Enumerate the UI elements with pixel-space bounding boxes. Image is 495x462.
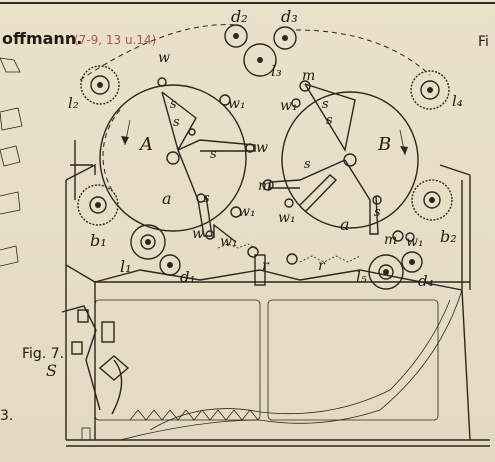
label-a-A: a bbox=[162, 189, 172, 208]
label-s-B2: s bbox=[326, 113, 333, 128]
label-A: A bbox=[138, 134, 153, 155]
label-w1-lower-A: w₁ bbox=[238, 204, 256, 220]
label-w1-bottom-B: w₁ bbox=[406, 234, 424, 250]
label-d3: d₃ bbox=[281, 7, 298, 26]
drum-A: A bbox=[99, 84, 247, 232]
label-w1-B: w₁ bbox=[280, 98, 298, 114]
label-m-left-B: m bbox=[258, 178, 271, 194]
label-l5: l₅ bbox=[356, 268, 367, 286]
label-B: B bbox=[377, 134, 391, 155]
label-w-top-A: w bbox=[158, 50, 170, 66]
label-S: S bbox=[46, 361, 57, 380]
roller-d4 bbox=[401, 251, 423, 273]
label-l4: l₄ bbox=[452, 92, 463, 110]
label-l1: l₁ bbox=[120, 257, 132, 276]
linkage-A bbox=[157, 77, 256, 243]
label-s-A1: s bbox=[170, 97, 177, 112]
label-s-B4: s bbox=[374, 205, 381, 220]
label-s-A2: s bbox=[173, 115, 180, 130]
label-w1-lower-B: w₁ bbox=[278, 210, 296, 226]
caption-side-fragment: 3. bbox=[0, 408, 13, 424]
diagram-labels: d₂ d₃ l₃ l₂ l₄ b₁ b₂ l₁ d₁ l₅ d₄ w w₁ w … bbox=[46, 7, 463, 380]
roller-d1 bbox=[159, 254, 181, 276]
label-s-B1: s bbox=[322, 97, 329, 112]
roller-l5 bbox=[368, 254, 404, 290]
label-w-right-A: w bbox=[256, 140, 268, 156]
label-l2: l₂ bbox=[68, 94, 79, 112]
label-w1-bottom-A: w₁ bbox=[220, 234, 238, 250]
left-margin-sketches bbox=[0, 57, 23, 267]
brush-roller-l2 bbox=[80, 65, 120, 105]
label-w-bottom-A: w bbox=[192, 226, 204, 242]
brush-b1 bbox=[77, 184, 119, 226]
brush-b2 bbox=[411, 179, 453, 221]
label-d1: d₁ bbox=[180, 268, 196, 286]
brush-roller-l4 bbox=[410, 70, 450, 110]
roller-group-top bbox=[79, 24, 431, 81]
caption-fig7: Fig. 7. bbox=[22, 346, 64, 362]
label-s-A3: s bbox=[210, 147, 217, 162]
label-m-bottom-B: m bbox=[384, 232, 397, 248]
label-a-B: a bbox=[340, 215, 350, 234]
label-w1-A: w₁ bbox=[228, 96, 246, 112]
label-s-A4: s bbox=[203, 191, 210, 206]
label-m-top-B: m bbox=[302, 68, 315, 84]
label-d2: d₂ bbox=[231, 7, 248, 26]
linkage-B bbox=[262, 80, 415, 242]
label-r-A: r bbox=[262, 258, 270, 274]
header-author: offmann. bbox=[2, 29, 82, 48]
label-b1: b₁ bbox=[90, 231, 107, 250]
drum-B: B bbox=[281, 91, 419, 229]
roller-l1 bbox=[130, 224, 166, 260]
sector-gears bbox=[217, 243, 361, 265]
label-d4: d₄ bbox=[418, 272, 434, 290]
label-s-B3: s bbox=[304, 157, 311, 172]
header-right-fragment: Fi bbox=[478, 34, 489, 50]
machine-frame bbox=[65, 140, 490, 447]
fig7-mechanism bbox=[61, 289, 463, 441]
header-figure-refs: (7-9, 13 u.14) bbox=[74, 33, 156, 47]
label-b2: b₂ bbox=[440, 227, 457, 246]
label-r-B: r bbox=[318, 258, 326, 274]
label-l3: l₃ bbox=[271, 62, 282, 80]
